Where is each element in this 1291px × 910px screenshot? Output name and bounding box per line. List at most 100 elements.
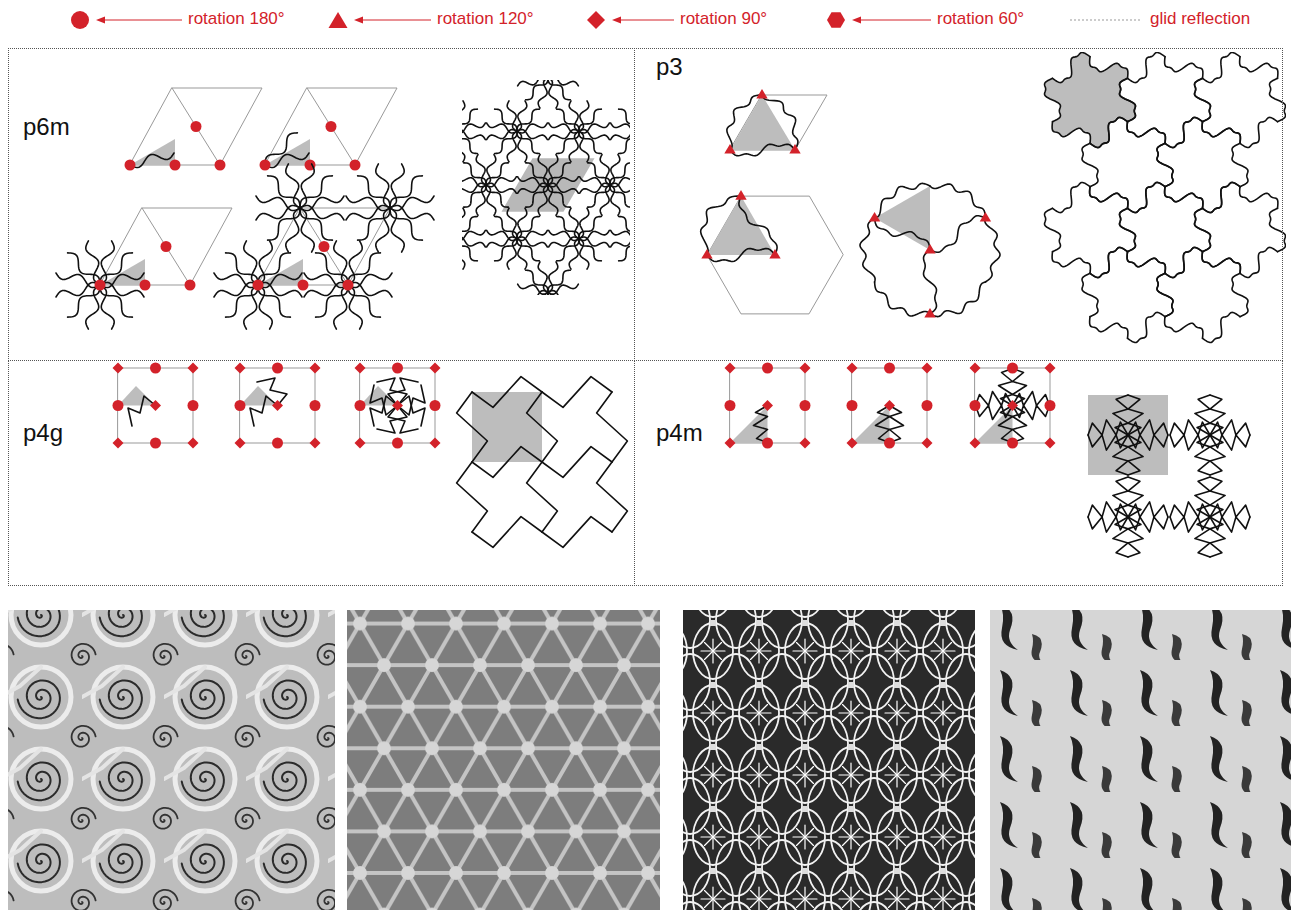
unit-cell	[852, 368, 927, 443]
rotation-180-marker	[272, 363, 283, 374]
pattern-line	[258, 241, 272, 285]
pattern-line	[1165, 57, 1203, 79]
pattern-line	[1128, 312, 1165, 342]
unit-cell-diagonal	[307, 88, 355, 165]
pattern-line	[462, 130, 485, 140]
pattern-line	[1053, 52, 1090, 82]
unit-cell	[360, 368, 435, 443]
pattern-line	[1120, 78, 1136, 121]
pattern-line	[580, 183, 610, 193]
rotation-180-marker	[150, 438, 161, 449]
pattern-line	[1120, 208, 1136, 251]
pattern-line	[1088, 517, 1128, 532]
pattern-line	[462, 208, 465, 238]
pattern-line	[1090, 57, 1128, 79]
unit-cell	[118, 368, 193, 443]
pattern-line	[518, 80, 548, 86]
rotation-90-marker	[800, 363, 811, 374]
pattern-line	[730, 144, 795, 156]
rotation-60-marker	[827, 12, 845, 28]
pattern-line	[1090, 117, 1127, 147]
rotation-180-marker	[215, 160, 226, 171]
pattern-line	[1165, 117, 1202, 147]
pattern-line	[1210, 517, 1250, 532]
pattern-line	[548, 185, 558, 215]
pattern-line	[1128, 420, 1168, 435]
fundamental-region	[707, 196, 775, 255]
pattern-line	[597, 392, 628, 462]
pattern-line	[348, 253, 380, 285]
pattern-line	[1128, 182, 1165, 212]
pattern-line	[538, 155, 548, 185]
rotation-180-marker	[140, 280, 151, 291]
pattern-line	[527, 392, 558, 462]
pattern-line	[256, 205, 300, 220]
rotation-180-marker	[392, 438, 403, 449]
rotation-180-marker	[350, 160, 361, 171]
legend-label: glid reflection	[1150, 9, 1250, 29]
rotation-90-marker	[847, 438, 858, 449]
pattern-panel: p6m	[8, 48, 635, 361]
pattern-line	[86, 285, 100, 329]
rotation-180-marker	[800, 400, 811, 411]
pattern-line	[548, 80, 558, 108]
pattern-line	[1203, 182, 1240, 212]
p6m-illustration	[56, 88, 434, 329]
pattern-line	[304, 282, 348, 297]
pattern-line	[619, 217, 630, 239]
pattern-line	[462, 239, 465, 269]
fundamental-region	[360, 386, 398, 406]
pattern-line	[487, 130, 517, 140]
pattern-line	[611, 123, 630, 133]
pattern-line	[890, 406, 904, 443]
pattern-line	[1127, 252, 1165, 274]
rotation-180-marker	[310, 400, 321, 411]
pattern-line	[214, 282, 258, 297]
pattern-line	[1165, 187, 1203, 209]
pattern-line	[762, 95, 798, 150]
pattern-line	[507, 208, 517, 238]
pattern-line	[390, 208, 404, 252]
pattern-line	[727, 95, 762, 150]
pattern-line	[1045, 78, 1061, 121]
pattern-line	[1195, 477, 1210, 517]
rotation-180-marker	[161, 241, 172, 252]
pattern-line	[549, 130, 579, 140]
pattern-line	[462, 131, 465, 161]
rotation-90-marker	[800, 438, 811, 449]
pattern-line	[707, 248, 775, 261]
pattern-line	[268, 208, 300, 240]
rotation-180-marker	[343, 280, 354, 291]
pattern-line	[1202, 122, 1240, 144]
rotation-180-marker	[125, 160, 136, 171]
unit-cell	[1088, 395, 1168, 475]
rotation-120-marker	[924, 308, 935, 318]
pattern-line	[1165, 187, 1203, 209]
pattern-line	[517, 131, 527, 161]
fundamental-region	[875, 186, 930, 250]
pattern-line	[1240, 187, 1278, 209]
pattern-line	[1013, 406, 1027, 443]
legend-arrowhead	[354, 17, 363, 24]
pattern-line	[1088, 420, 1128, 435]
p4m-illustration	[725, 363, 1056, 449]
pattern-line	[1195, 208, 1211, 251]
pattern-line	[1013, 406, 1050, 420]
unit-cell	[265, 88, 397, 165]
pattern-line	[244, 285, 258, 329]
pattern-line	[1088, 435, 1128, 450]
pattern-line	[999, 406, 1013, 443]
pattern-line	[619, 109, 630, 131]
glide-reflection-sample	[1070, 19, 1142, 20]
pattern-line	[1052, 252, 1090, 274]
pattern-line	[1210, 395, 1225, 435]
pattern-line	[875, 282, 930, 316]
pattern-photo	[347, 610, 660, 910]
pattern-line	[1088, 502, 1128, 517]
pattern-line	[1113, 517, 1128, 557]
rotation-120-marker	[701, 249, 712, 259]
pattern-line	[610, 185, 620, 215]
pattern-line	[1082, 143, 1098, 186]
pattern-line	[1128, 517, 1168, 532]
pattern-line	[1170, 502, 1210, 517]
